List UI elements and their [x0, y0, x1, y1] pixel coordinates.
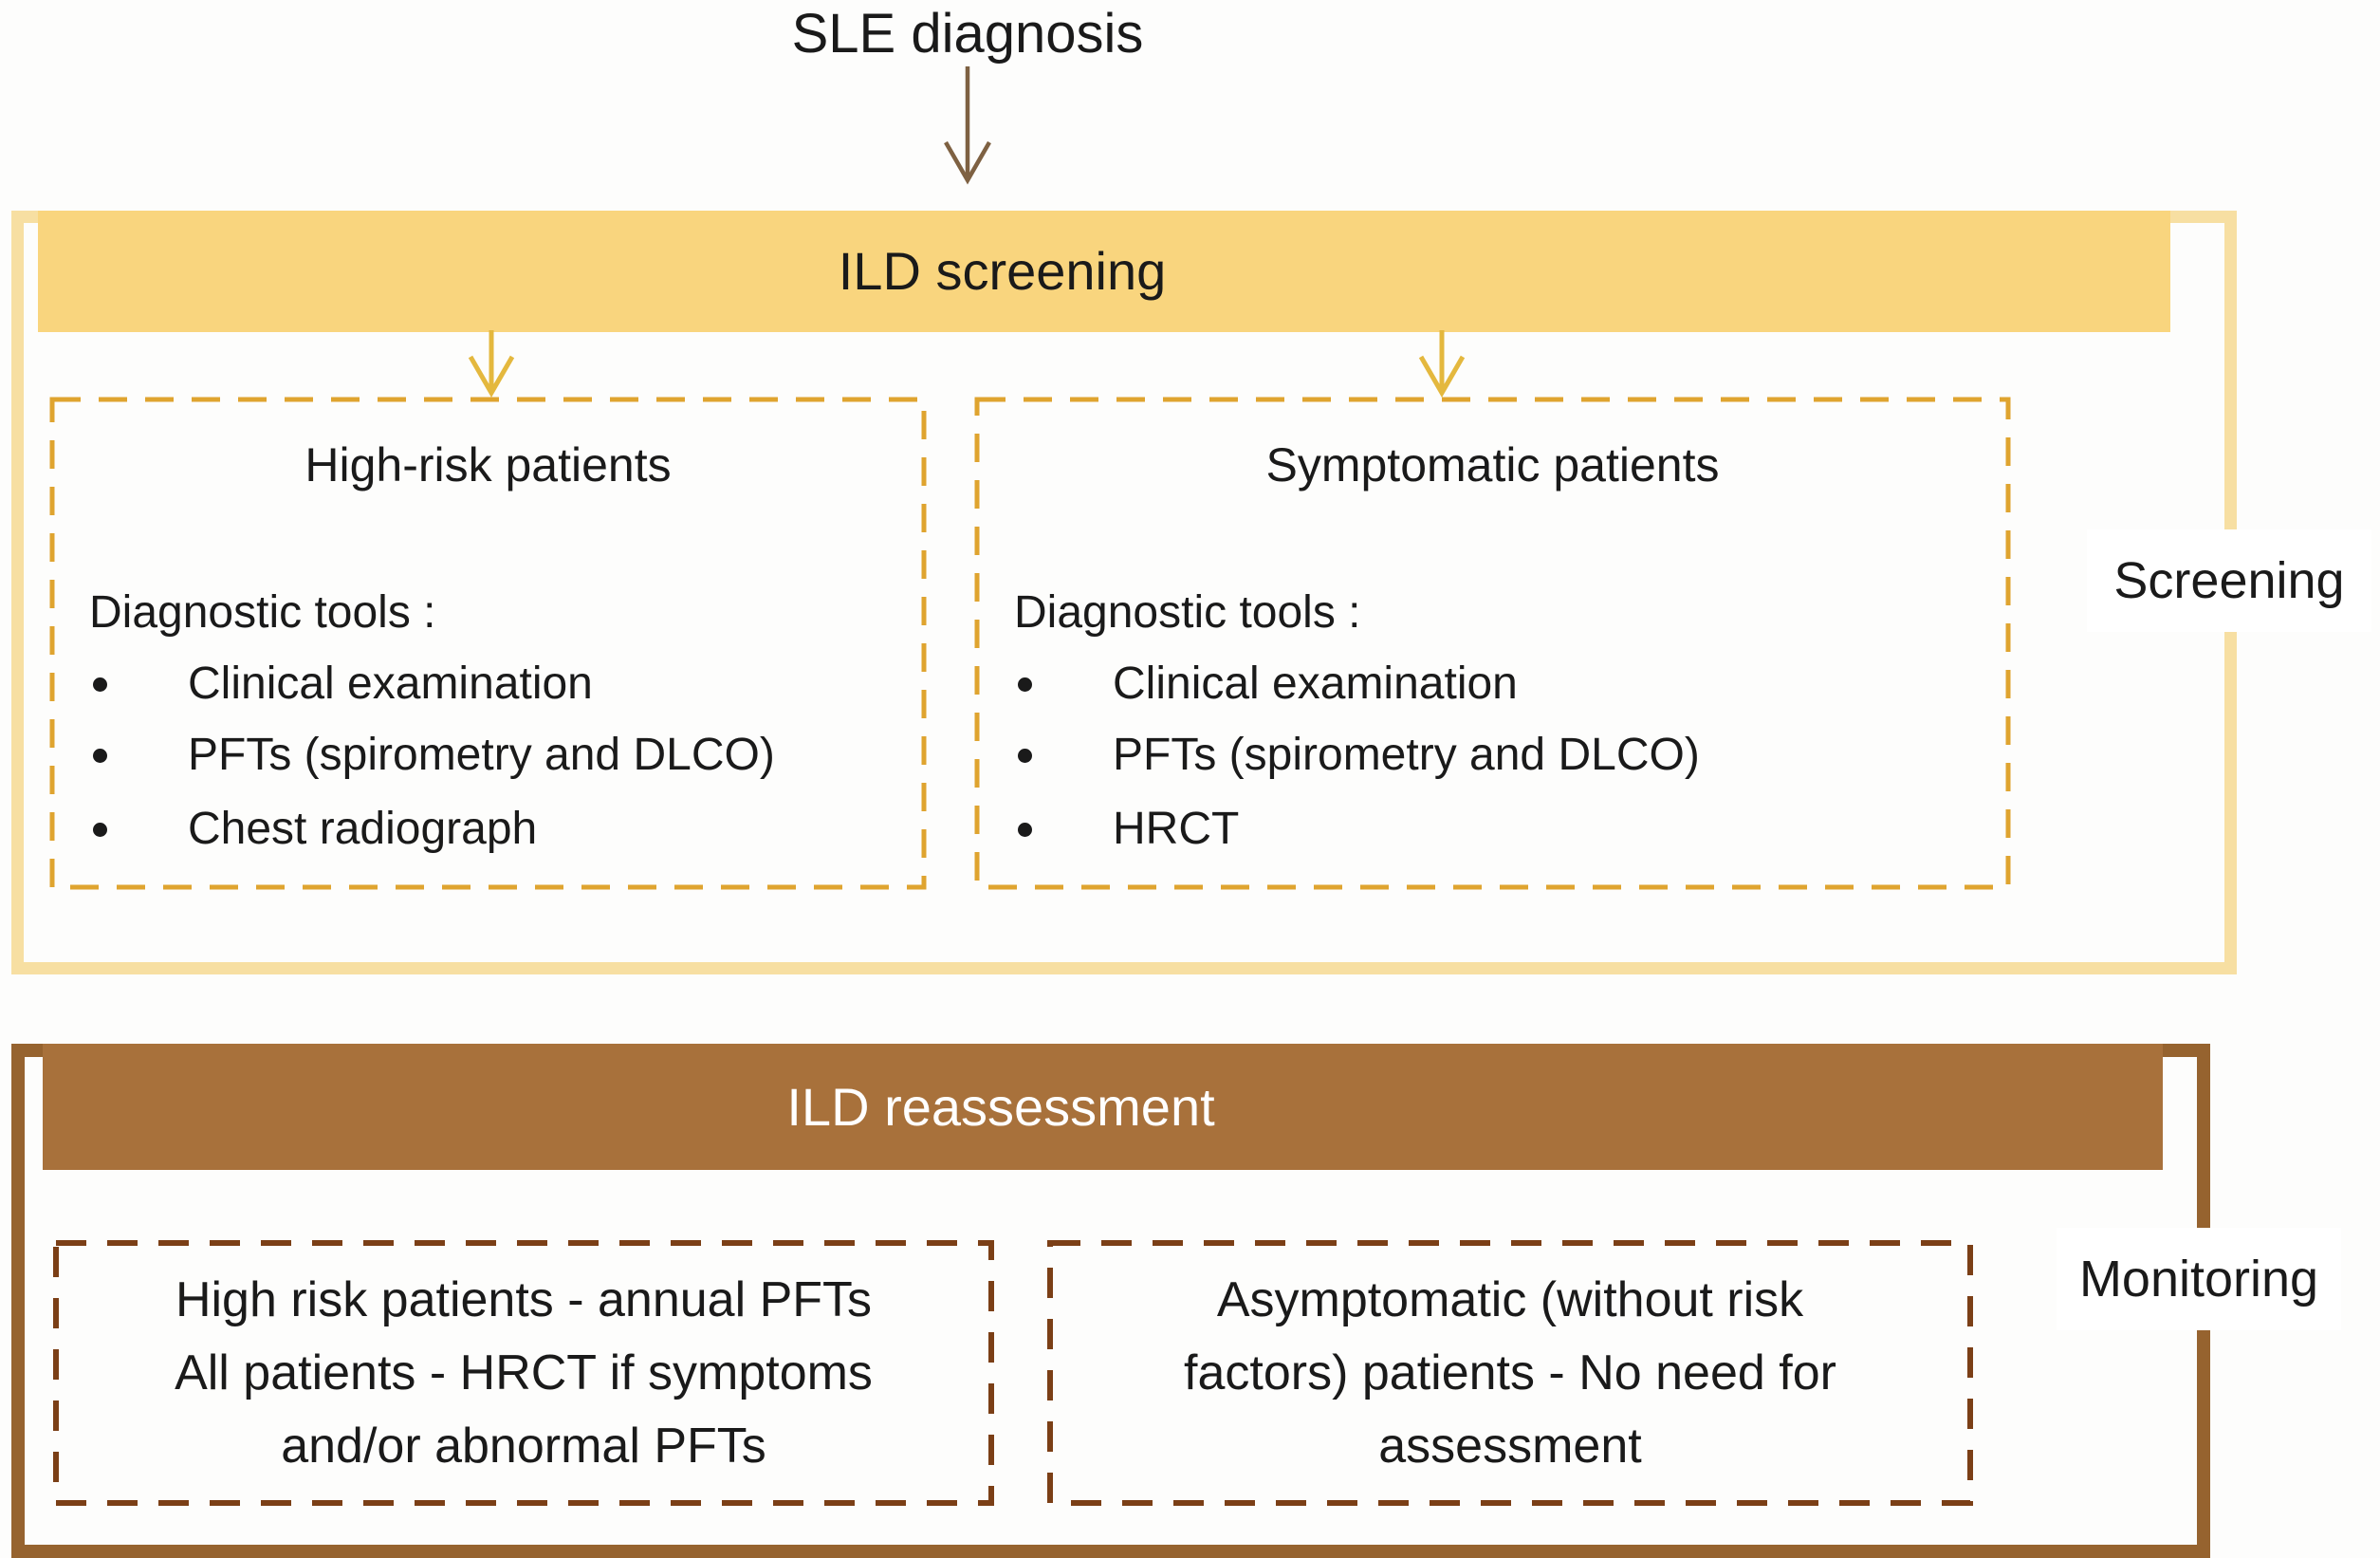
bullet-icon: [93, 749, 107, 763]
monitoring-box-text: High risk patients - annual PFTs All pat…: [63, 1240, 985, 1506]
bullet-item: Clinical examination: [974, 658, 2000, 710]
line: Asymptomatic (without risk: [1216, 1271, 1804, 1327]
dashed-border: [53, 1240, 994, 1506]
bullet-icon: [93, 823, 107, 837]
box-title: High-risk patients: [304, 438, 672, 492]
bullet-text: PFTs (spirometry and DLCO): [188, 730, 775, 780]
bullet-icon: [1018, 677, 1032, 692]
high-risk-patients-box: High-risk patients Diagnostic tools : Cl…: [49, 397, 927, 890]
bullet-item: PFTs (spirometry and DLCO): [974, 730, 2000, 781]
bullet-text: Chest radiograph: [188, 804, 538, 854]
ild-screening-banner: ILD screening: [38, 211, 2170, 332]
bullet-item: Clinical examination: [49, 658, 915, 710]
diagnostic-tools-label: Diagnostic tools :: [89, 587, 436, 638]
down-arrow-icon: [944, 66, 991, 185]
bullet-item: Chest radiograph: [49, 804, 915, 855]
box-title: Symptomatic patients: [1265, 438, 1720, 492]
line: factors) patients - No need for: [1184, 1345, 1836, 1400]
dashed-border: [974, 397, 2011, 890]
bullet-item: HRCT: [974, 804, 2000, 855]
dashed-border: [1047, 1240, 1973, 1506]
bullet-icon: [1018, 749, 1032, 763]
screening-down-arrow-right-icon: [1418, 330, 1466, 398]
line: High risk patients - annual PFTs: [175, 1271, 873, 1327]
bullet-text: Clinical examination: [1113, 658, 1518, 709]
symptomatic-patients-box: Symptomatic patients Diagnostic tools : …: [974, 397, 2011, 890]
bullet-icon: [93, 677, 107, 692]
line: assessment: [1378, 1418, 1642, 1474]
dashed-border: [49, 397, 927, 890]
line: and/or abnormal PFTs: [281, 1418, 766, 1474]
bullet-text: Clinical examination: [188, 658, 593, 709]
bullet-item: PFTs (spirometry and DLCO): [49, 730, 915, 781]
high-risk-monitoring-box: High risk patients - annual PFTs All pat…: [53, 1240, 994, 1506]
monitoring-side-label: Monitoring: [2057, 1228, 2341, 1330]
asymptomatic-monitoring-box: Asymptomatic (without risk factors) pati…: [1047, 1240, 1973, 1506]
screening-side-label: Screening: [2087, 529, 2371, 632]
bullet-text: PFTs (spirometry and DLCO): [1113, 730, 1700, 780]
monitoring-box-text: Asymptomatic (without risk factors) pati…: [1057, 1240, 1964, 1506]
bullet-icon: [1018, 823, 1032, 837]
ild-reassessment-banner: ILD reassessment: [43, 1044, 2163, 1170]
line: All patients - HRCT if symptoms: [175, 1345, 873, 1400]
bullet-text: HRCT: [1113, 804, 1240, 854]
screening-down-arrow-left-icon: [468, 330, 515, 398]
sle-diagnosis-label: SLE diagnosis: [791, 3, 1144, 65]
diagnostic-tools-label: Diagnostic tools :: [1014, 587, 1361, 638]
